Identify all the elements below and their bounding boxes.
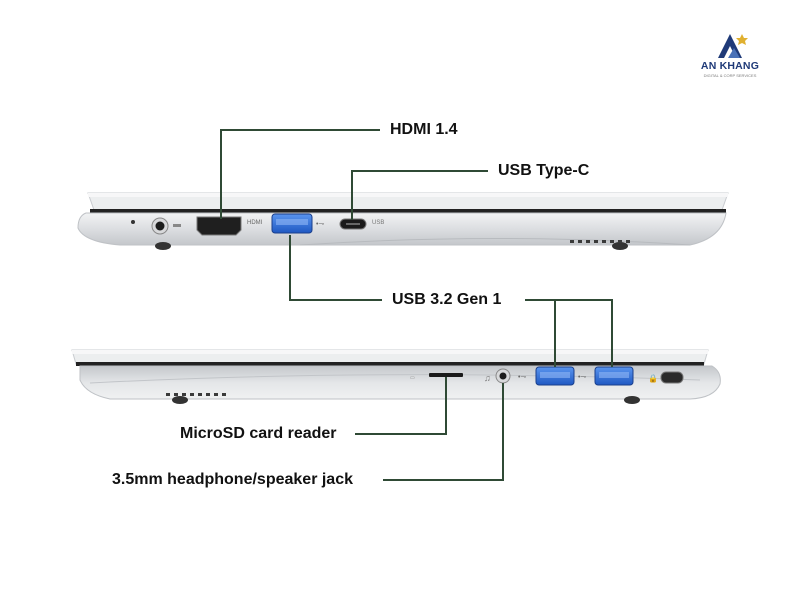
usb-icon: •⇁ <box>518 374 526 381</box>
laptop-right-side: ▭ ♫ •⇁ •⇁ 🔒 <box>71 349 721 404</box>
usb-c-logo: USB <box>372 220 384 226</box>
microsd-marking: ▭ <box>410 375 415 381</box>
hdmi-marking: HDMI <box>247 220 263 226</box>
brand-tagline: DIGITAL & CORP SERVICES <box>703 73 757 78</box>
leader-usb-a-left <box>289 235 382 301</box>
leader-usb-c <box>351 170 488 220</box>
headphone-icon: ♫ <box>484 373 491 383</box>
label-hdmi: HDMI 1.4 <box>390 121 458 138</box>
label-microsd: MicroSD card reader <box>180 425 337 442</box>
microsd-slot <box>429 373 463 377</box>
leader-lines <box>220 129 613 481</box>
brand-logo: AN KHANG DIGITAL & CORP SERVICES <box>690 28 770 84</box>
brand-name: AN KHANG <box>700 60 760 72</box>
leader-hdmi <box>220 129 380 219</box>
laptop-left-side: HDMI •⇁ USB <box>77 192 729 250</box>
usb-icon: •⇁ <box>316 221 324 228</box>
leader-microsd <box>355 377 447 435</box>
leader-audio <box>383 383 504 481</box>
label-usb-c: USB Type-C <box>498 162 590 179</box>
security-lock-slot <box>660 371 684 384</box>
label-usb-a: USB 3.2 Gen 1 <box>392 291 502 308</box>
usb-icon: •⇁ <box>578 374 586 381</box>
hdmi-port <box>196 216 242 236</box>
lock-icon: 🔒 <box>648 374 658 383</box>
brand-logo-icon <box>718 34 748 58</box>
label-audio-jack: 3.5mm headphone/speaker jack <box>112 471 353 488</box>
led-indicator <box>131 220 135 224</box>
